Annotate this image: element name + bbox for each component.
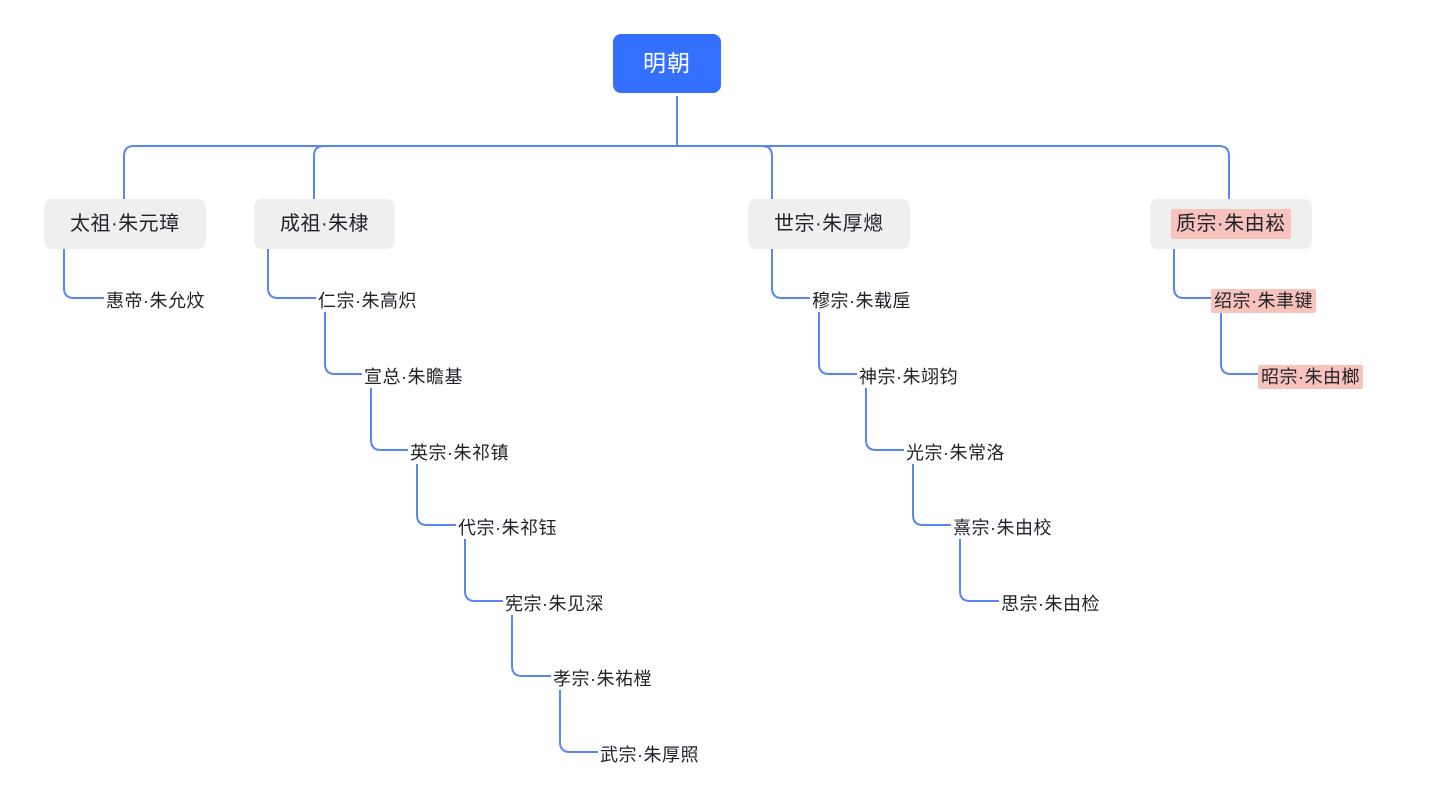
node-shizong[interactable]: 世宗·朱厚熜: [748, 199, 910, 249]
node-shaozong-label: 绍宗·朱聿键: [1211, 289, 1316, 313]
node-shenzong[interactable]: 神宗·朱翊钧: [857, 362, 960, 392]
node-taizu[interactable]: 太祖·朱元璋: [44, 199, 206, 249]
connector-bus-chengzu: [313, 145, 677, 199]
connector-daizong-xianzong: [464, 539, 503, 602]
connector-renzong-xuanzong: [324, 312, 362, 375]
node-daizong[interactable]: 代宗·朱祁钰: [456, 513, 559, 543]
node-muzong-label: 穆宗·朱载垕: [812, 291, 911, 311]
node-xuanzong[interactable]: 宣总·朱瞻基: [362, 362, 465, 392]
node-zhaozong-label: 昭宗·朱由榔: [1258, 365, 1363, 389]
connector-xuanzong-yingzong: [370, 388, 408, 451]
node-taizu-label: 太祖·朱元璋: [70, 213, 180, 235]
connector-xiaozong-wuzong: [559, 690, 598, 753]
node-renzong-label: 仁宗·朱高炽: [318, 291, 417, 311]
node-xuanzong-label: 宣总·朱瞻基: [364, 367, 463, 387]
node-daizong-label: 代宗·朱祁钰: [458, 518, 557, 538]
node-chengzu[interactable]: 成祖·朱棣: [254, 199, 396, 249]
connector-guangzong-xizong: [912, 464, 951, 526]
node-sizong-label: 思宗·朱由检: [1001, 594, 1100, 614]
connector-shenzong-guangzong: [865, 388, 904, 451]
node-shenzong-label: 神宗·朱翊钧: [859, 367, 958, 387]
connector-bus-taizu: [123, 145, 677, 199]
node-xianzong[interactable]: 宪宗·朱见深: [503, 589, 606, 619]
connector-shizong-muzong: [771, 246, 810, 299]
node-huidi-label: 惠帝·朱允炆: [106, 291, 205, 311]
node-guangzong-label: 光宗·朱常洛: [906, 443, 1005, 463]
connector-xianzong-xiaozong: [511, 615, 551, 677]
node-yingzong-label: 英宗·朱祁镇: [410, 443, 509, 463]
node-zhizong[interactable]: 质宗·朱由崧: [1150, 199, 1312, 249]
node-guangzong[interactable]: 光宗·朱常洛: [904, 438, 1007, 468]
node-shaozong[interactable]: 绍宗·朱聿键: [1211, 286, 1316, 316]
connector-taizu-huidi: [63, 246, 104, 299]
node-xiaozong-label: 孝宗·朱祐樘: [553, 669, 652, 689]
connector-bus-zhizong: [677, 145, 1230, 199]
node-shizong-label: 世宗·朱厚熜: [774, 213, 884, 235]
connector-muzong-shenzong: [818, 312, 857, 375]
connector-shaozong-zhaozong: [1220, 312, 1259, 375]
node-renzong[interactable]: 仁宗·朱高炽: [316, 286, 419, 316]
node-wuzong-label: 武宗·朱厚照: [600, 745, 699, 765]
node-yingzong[interactable]: 英宗·朱祁镇: [408, 438, 511, 468]
connector-zhizong-shaozong: [1173, 246, 1212, 299]
node-xianzong-label: 宪宗·朱见深: [505, 594, 604, 614]
connector-yingzong-daizong: [416, 464, 456, 526]
node-xizong-label: 熹宗·朱由校: [953, 518, 1052, 538]
connector-chengzu-renzong: [267, 246, 316, 299]
node-root[interactable]: 明朝: [613, 34, 721, 93]
node-zhaozong[interactable]: 昭宗·朱由榔: [1258, 362, 1363, 392]
node-muzong[interactable]: 穆宗·朱载垕: [810, 286, 913, 316]
node-xizong[interactable]: 熹宗·朱由校: [951, 513, 1054, 543]
connector-xizong-sizong: [959, 539, 999, 602]
connector-bus-shizong: [677, 145, 773, 199]
node-huidi[interactable]: 惠帝·朱允炆: [104, 286, 207, 316]
node-chengzu-label: 成祖·朱棣: [280, 213, 370, 235]
node-wuzong[interactable]: 武宗·朱厚照: [598, 740, 701, 770]
node-sizong[interactable]: 思宗·朱由检: [999, 589, 1102, 619]
node-zhizong-label: 质宗·朱由崧: [1171, 209, 1291, 239]
node-root-label: 明朝: [643, 50, 691, 76]
node-xiaozong[interactable]: 孝宗·朱祐樘: [551, 664, 654, 694]
